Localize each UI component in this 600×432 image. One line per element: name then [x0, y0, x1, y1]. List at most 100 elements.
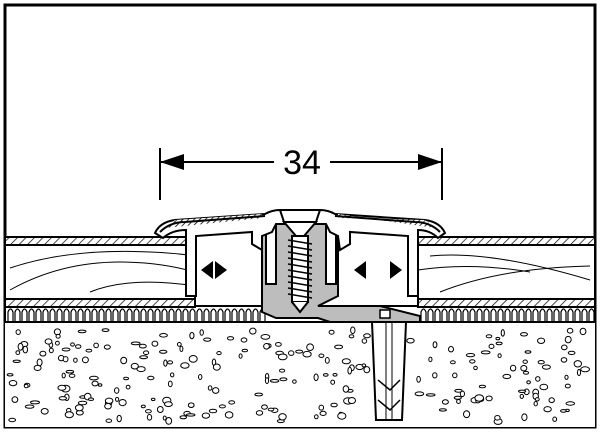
aggregate-pebble: [313, 373, 319, 382]
aggregate-pebble: [534, 397, 540, 402]
aggregate-pebble: [314, 414, 319, 420]
aggregate-pebble: [406, 337, 415, 344]
aggregate-pebble: [485, 395, 493, 402]
aggregate-pebble: [146, 414, 153, 421]
underlay-loop: [231, 308, 238, 322]
underlay-loop: [532, 308, 539, 322]
aggregate-pebble: [337, 412, 347, 420]
underlay-loop: [35, 308, 42, 322]
underlay-loop: [77, 308, 84, 322]
aggregate-pebble: [130, 362, 139, 370]
aggregate-pebble: [11, 396, 19, 403]
underlay-loop: [203, 308, 210, 322]
underlay-loop: [476, 308, 483, 322]
underlay-loop: [497, 308, 504, 322]
aggregate-pebble: [566, 327, 574, 334]
aggregate-pebble: [159, 333, 168, 338]
aggregate-pebble: [261, 404, 268, 410]
aggregate-pebble: [448, 346, 454, 353]
aggregate-pebble: [55, 333, 61, 339]
underlay-loop: [448, 308, 455, 322]
aggregate-pebble: [198, 374, 203, 380]
underlay-loop: [525, 308, 532, 322]
aggregate-pebble: [199, 329, 204, 336]
underlay-loop: [21, 308, 28, 322]
aggregate-pebble: [288, 350, 295, 356]
aggregate-pebble: [17, 342, 24, 351]
aggregate-pebble: [207, 385, 213, 391]
aggregate-pebble: [254, 392, 264, 397]
aggregate-pebble: [120, 356, 128, 365]
aggregate-pebble: [44, 338, 53, 345]
screw-thread: [287, 263, 313, 269]
underlay-loop: [469, 308, 476, 322]
aggregate-pebble: [580, 366, 590, 373]
underlay-loop: [119, 308, 126, 322]
aggregate-pebble: [23, 383, 29, 389]
underlay-loop: [112, 308, 119, 322]
screw: [281, 221, 319, 314]
aggregate-pebble: [495, 336, 501, 341]
aggregate-pebble: [520, 332, 528, 337]
aggregate-pebble: [68, 373, 76, 378]
aggregate-pebble: [130, 341, 141, 346]
aggregate-pebble: [454, 388, 463, 393]
aggregate-pebble: [502, 373, 512, 380]
aggregate-pebble: [118, 399, 127, 407]
aggregate-pebble: [140, 404, 146, 409]
aggregate-pebble: [85, 348, 93, 353]
aggregate-pebble: [279, 368, 286, 373]
aggregate-pebble: [509, 364, 517, 372]
underlay-loop: [105, 308, 112, 322]
aggregate-pebble: [560, 357, 568, 363]
aggregate-pebble: [167, 380, 173, 388]
underlay-loop: [98, 308, 105, 322]
aggregate-pebble: [494, 415, 501, 421]
aggregate-pebble: [537, 337, 546, 344]
aggregate-pebble: [143, 350, 150, 356]
underlay-texture: [7, 308, 595, 322]
aggregate-pebble: [8, 417, 17, 423]
aggregate-pebble: [541, 364, 551, 370]
aggregate-pebble: [114, 387, 120, 394]
aggregate-pebble: [15, 329, 21, 336]
underlay-loop: [14, 308, 21, 322]
aggregate-pebble: [524, 350, 532, 354]
aggregate-pebble: [318, 353, 325, 358]
screw-thread: [287, 257, 313, 263]
underlay-loop: [189, 308, 196, 322]
aggregate-pebble: [441, 399, 449, 405]
aggregate-pebble: [81, 356, 89, 364]
aggregate-pebble: [324, 357, 330, 364]
aggregate-pebble: [115, 396, 120, 402]
aggregate-pebble: [136, 366, 146, 373]
aggregate-pebble: [255, 410, 264, 416]
aggregate-pebble: [302, 350, 312, 358]
aggregate-pebble: [97, 383, 103, 387]
screw-thread: [287, 239, 313, 245]
underlay-loop: [224, 308, 231, 322]
aggregate-pebble: [6, 373, 14, 377]
aggregate-pebble: [163, 359, 168, 367]
aggregate-pebble: [36, 358, 43, 367]
aggregate-pebble: [75, 344, 82, 349]
aggregate-pebble: [267, 407, 275, 412]
aggregate-pebble: [57, 384, 67, 391]
aggregate-pebble: [167, 360, 174, 365]
aggregate-pebble: [91, 380, 99, 387]
aggregate-pebble: [260, 334, 271, 340]
aggregate-pebble: [165, 417, 173, 425]
aggregate-pebble: [292, 379, 297, 384]
underlay-loop: [28, 308, 35, 322]
underlay-loop: [56, 308, 63, 322]
aggregate-pebble: [103, 344, 111, 350]
aggregate-pebble: [347, 366, 353, 375]
aggregate-pebble: [105, 418, 113, 423]
aggregate-pebble: [576, 368, 582, 377]
dimension-value: 34: [283, 144, 321, 182]
underlay-loop: [42, 308, 49, 322]
aggregate-pebble: [147, 375, 155, 381]
aggregate-pebble: [64, 411, 74, 419]
aggregate-pebble: [363, 366, 371, 374]
underlay-loop: [161, 308, 168, 322]
